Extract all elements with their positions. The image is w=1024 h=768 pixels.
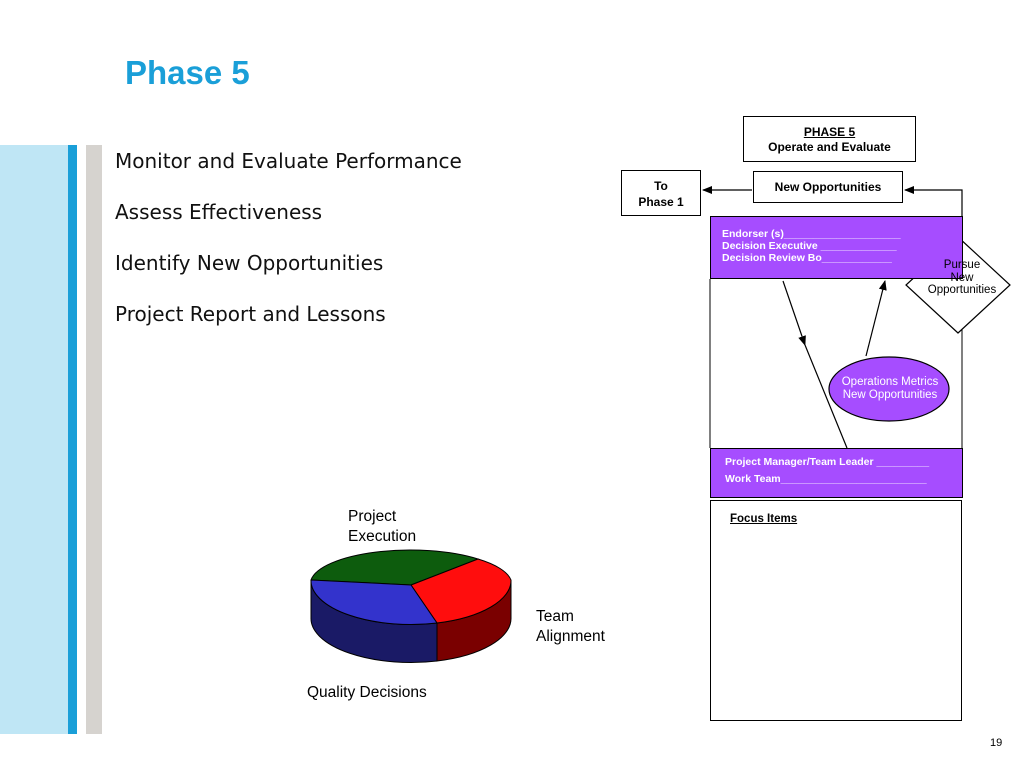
pie-chart-3d bbox=[310, 549, 512, 664]
label-project-execution: Project Execution bbox=[348, 507, 416, 547]
v-line-left bbox=[804, 344, 848, 449]
bullet-list: Monitor and Evaluate Performance Assess … bbox=[115, 147, 462, 351]
label-quality-decisions: Quality Decisions bbox=[307, 684, 427, 701]
arrow-up-from-oval bbox=[865, 280, 887, 357]
to-phase1-line1: To bbox=[654, 179, 668, 193]
diamond-line2: New bbox=[950, 271, 974, 284]
pie-slice-green bbox=[310, 549, 480, 586]
pie-slice-red bbox=[410, 558, 512, 624]
bullet-item: Monitor and Evaluate Performance bbox=[115, 149, 462, 173]
project-team-panel: Project Manager/Team Leader _________ Wo… bbox=[710, 448, 963, 498]
label-execution: Execution bbox=[348, 528, 417, 545]
bullet-item: Project Report and Lessons bbox=[115, 302, 386, 326]
label-project: Project bbox=[348, 508, 397, 525]
focus-items-label: Focus Items bbox=[730, 513, 798, 525]
bullet-item: Assess Effectiveness bbox=[115, 200, 323, 224]
focus-items-box bbox=[710, 500, 962, 721]
oval-shape bbox=[828, 356, 950, 422]
new-opportunities-box: New Opportunities bbox=[753, 171, 903, 203]
diamond-text: Pursue New Opportunities bbox=[912, 259, 1012, 297]
oval-line1: Operations Metrics bbox=[841, 376, 939, 388]
project-manager-line: Project Manager/Team Leader _________ bbox=[725, 456, 930, 468]
to-phase1-box: To Phase 1 bbox=[621, 170, 701, 216]
page-title: Phase 5 bbox=[125, 54, 250, 91]
phase5-label: PHASE 5 bbox=[803, 125, 856, 139]
phase5-sublabel: Operate and Evaluate bbox=[768, 140, 891, 154]
arrow-down-to-v bbox=[782, 280, 806, 346]
pie-slice-blue bbox=[310, 579, 438, 626]
bullet-item: Identify New Opportunities bbox=[115, 251, 384, 275]
work-team-line: Work Team_________________________ bbox=[725, 473, 927, 485]
decorative-bar-light bbox=[0, 145, 68, 734]
decision-review-line: Decision Review Bo____________ bbox=[722, 252, 892, 264]
page-number: 19 bbox=[990, 737, 1003, 749]
oval-text: Operations Metrics New Opportunities bbox=[830, 376, 950, 401]
endorser-panel: Endorser (s)____________________ Decisio… bbox=[710, 216, 963, 279]
label-team: Team bbox=[536, 608, 574, 625]
diamond-line1: Pursue bbox=[943, 259, 981, 271]
diamond-line3: Opportunities bbox=[927, 284, 997, 296]
phase5-box: PHASE 5 Operate and Evaluate bbox=[743, 116, 916, 162]
decorative-bar-blue bbox=[68, 145, 77, 734]
label-team-alignment: Team Alignment bbox=[536, 607, 605, 647]
endorser-line: Endorser (s)____________________ bbox=[722, 228, 901, 240]
to-phase1-line2: Phase 1 bbox=[638, 195, 684, 209]
oval-line2: New Opportunities bbox=[842, 388, 938, 401]
label-alignment: Alignment bbox=[536, 628, 605, 645]
decorative-bar-gray bbox=[86, 145, 102, 734]
decision-executive-line: Decision Executive _____________ bbox=[722, 240, 897, 252]
